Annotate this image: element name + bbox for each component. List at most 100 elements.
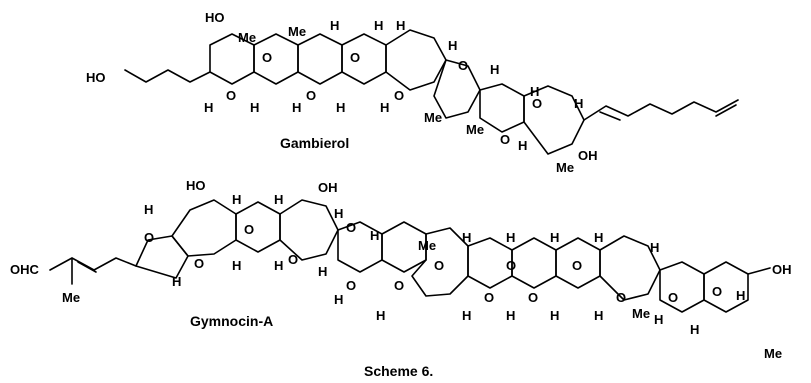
atom-label: OHC xyxy=(10,262,40,277)
atom-label: H xyxy=(292,100,301,115)
gambierol-triene xyxy=(583,99,739,121)
gambierol-double-bond xyxy=(599,111,621,121)
atom-label: H xyxy=(370,228,379,243)
atom-label: H xyxy=(396,18,405,33)
atom-label: Me xyxy=(238,30,256,45)
atom-label: O xyxy=(484,290,494,305)
atom-label: O xyxy=(528,290,538,305)
atom-label: HO xyxy=(86,70,106,85)
gymnocin-a-ring-b xyxy=(171,199,237,257)
gymnocin-a-ring-m xyxy=(703,261,749,313)
atom-label: H xyxy=(518,138,527,153)
atom-label: O xyxy=(262,50,272,65)
atom-label: H xyxy=(250,100,259,115)
scheme-caption: Scheme 6. xyxy=(364,363,433,379)
atom-label: H xyxy=(654,312,663,327)
gymnocin-a-ring-k xyxy=(599,235,661,301)
atom-label: Me xyxy=(764,346,782,361)
gymnocin-a-ring-c xyxy=(235,201,281,253)
atom-label: H xyxy=(274,258,283,273)
atom-label: H xyxy=(594,230,603,245)
atom-label: Me xyxy=(62,290,80,305)
atom-label: H xyxy=(550,230,559,245)
atom-label: HO xyxy=(186,178,206,193)
atom-label: H xyxy=(650,240,659,255)
atom-label: O xyxy=(668,290,678,305)
atom-label: O xyxy=(144,230,154,245)
atom-label: O xyxy=(226,88,236,103)
gambierol-ring-e xyxy=(385,29,447,91)
gymnocin-a-ring-i xyxy=(511,237,557,289)
atom-label: H xyxy=(336,100,345,115)
gymnocin-a-ring-g xyxy=(411,227,469,297)
atom-label: H xyxy=(574,96,583,111)
atom-label: O xyxy=(288,252,298,267)
atom-label: O xyxy=(306,88,316,103)
atom-label: O xyxy=(394,278,404,293)
gymnocin-a-side-chain xyxy=(49,257,137,271)
atom-label: O xyxy=(572,258,582,273)
atom-label: H xyxy=(318,264,327,279)
atom-label: O xyxy=(532,96,542,111)
atom-label: H xyxy=(506,308,515,323)
atom-label: H xyxy=(462,308,471,323)
atom-label: Me xyxy=(632,306,650,321)
atom-label: O xyxy=(244,222,254,237)
gymnocin-a-name: Gymnocin-A xyxy=(190,313,273,329)
atom-label: H xyxy=(374,18,383,33)
atom-label: O xyxy=(434,258,444,273)
gambierol-name: Gambierol xyxy=(280,135,349,151)
gambierol-atom-labels: HO HO Me O Me H H H H O H O H O H H H O … xyxy=(86,10,598,175)
atom-label: H xyxy=(144,202,153,217)
gymnocin-a-oh-bond xyxy=(747,267,771,275)
gambierol-side-chain xyxy=(124,69,211,83)
atom-label: H xyxy=(506,230,515,245)
atom-label: H xyxy=(334,292,343,307)
atom-label: H xyxy=(448,38,457,53)
gymnocin-a-atom-labels: HO OH OHC Me O O H H H O H H O H H H O O… xyxy=(10,178,792,361)
atom-label: O xyxy=(350,50,360,65)
atom-label: O xyxy=(712,284,722,299)
atom-label: O xyxy=(194,256,204,271)
atom-label: O xyxy=(506,258,516,273)
gymnocin-a-ring-l xyxy=(659,261,705,313)
atom-label: H xyxy=(204,100,213,115)
gymnocin-a-side-chain-double-bond xyxy=(77,261,97,273)
atom-label: H xyxy=(550,308,559,323)
atom-label: O xyxy=(500,132,510,147)
gambierol-ring-c xyxy=(297,33,343,85)
gymnocin-a-ring-d xyxy=(279,199,339,261)
atom-label: O xyxy=(458,58,468,73)
gambierol-double-bond-2 xyxy=(715,104,737,117)
atom-label: H xyxy=(462,230,471,245)
atom-label: H xyxy=(490,62,499,77)
atom-label: Me xyxy=(418,238,436,253)
atom-label: H xyxy=(232,258,241,273)
atom-label: H xyxy=(594,308,603,323)
atom-label: HO xyxy=(205,10,225,25)
atom-label: OH xyxy=(578,148,598,163)
atom-label: Me xyxy=(556,160,574,175)
atom-label: H xyxy=(334,206,343,221)
atom-label: H xyxy=(380,100,389,115)
gymnocin-a-structure xyxy=(49,199,771,313)
atom-label: H xyxy=(376,308,385,323)
atom-label: OH xyxy=(772,262,792,277)
atom-label: O xyxy=(346,278,356,293)
atom-label: O xyxy=(616,290,626,305)
gambierol-ring-f xyxy=(433,59,481,119)
gambierol-ring-d xyxy=(341,33,387,85)
atom-label: Me xyxy=(424,110,442,125)
atom-label: H xyxy=(690,322,699,337)
atom-label: H xyxy=(330,18,339,33)
gambierol-ring-b xyxy=(253,33,299,85)
atom-label: H xyxy=(274,192,283,207)
atom-label: O xyxy=(394,88,404,103)
atom-label: H xyxy=(172,274,181,289)
atom-label: Me xyxy=(288,24,306,39)
atom-label: O xyxy=(346,220,356,235)
atom-label: H xyxy=(530,84,539,99)
atom-label: Me xyxy=(466,122,484,137)
gambierol-ring-h xyxy=(523,85,585,155)
